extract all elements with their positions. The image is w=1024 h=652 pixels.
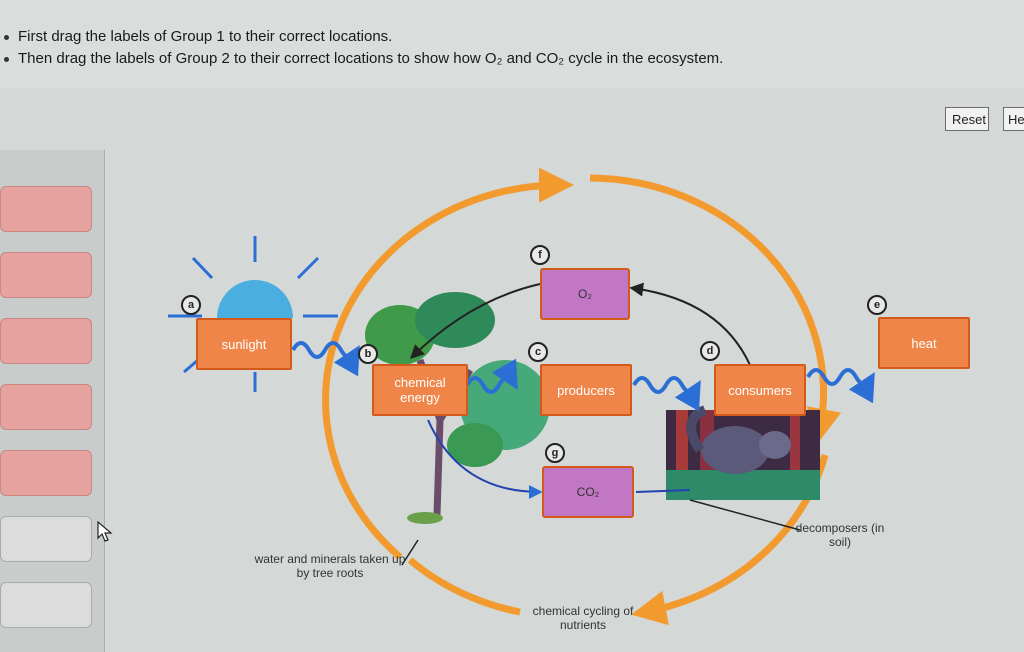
drop-target-e[interactable]: e — [867, 295, 887, 315]
label-bank — [0, 150, 105, 652]
water-minerals-caption: water and minerals taken up by tree root… — [254, 552, 406, 580]
o2-uptake-arrow — [629, 282, 751, 366]
label-slot-5[interactable] — [0, 450, 92, 496]
co2-placeholder[interactable]: CO₂ — [542, 466, 634, 518]
consumers-label[interactable]: consumers — [714, 364, 806, 416]
reset-button[interactable]: Reset — [945, 107, 989, 131]
label-slot-1[interactable] — [0, 186, 92, 232]
drop-target-d[interactable]: d — [700, 341, 720, 361]
heat-label[interactable]: heat — [878, 317, 970, 369]
decomposers-pointer — [689, 499, 801, 531]
o2-release-arrow — [410, 283, 541, 359]
sunlight-label[interactable]: sunlight — [196, 318, 292, 370]
bullet-icon — [4, 35, 9, 40]
drop-target-f[interactable]: f — [530, 245, 550, 265]
chemical-cycling-caption: chemical cycling of nutrients — [532, 604, 634, 632]
help-button[interactable]: He — [1003, 107, 1024, 131]
drop-target-g[interactable]: g — [545, 443, 565, 463]
drop-target-c[interactable]: c — [528, 342, 548, 362]
chemical-energy-label[interactable]: chemical energy — [372, 364, 468, 416]
label-slot-7[interactable] — [0, 582, 92, 628]
drop-target-a[interactable]: a — [181, 295, 201, 315]
energy-flow-arrows — [291, 341, 875, 412]
producers-label[interactable]: producers — [540, 364, 632, 416]
instruction-line-2: Then drag the labels of Group 2 to their… — [18, 50, 724, 67]
co2-uptake-arrow — [427, 419, 543, 499]
co2-release-line — [635, 489, 691, 493]
label-slot-3[interactable] — [0, 318, 92, 364]
toolbar — [0, 88, 1024, 151]
instructions-panel: First drag the labels of Group 1 to thei… — [0, 0, 1024, 89]
drop-target-b[interactable]: b — [358, 344, 378, 364]
squirrel-illustration — [666, 405, 820, 500]
bullet-icon — [4, 57, 9, 62]
decomposers-caption: decomposers (in soil) — [795, 521, 885, 549]
roots-pointer — [401, 539, 419, 566]
o2-placeholder[interactable]: O₂ — [540, 268, 630, 320]
cursor-icon — [97, 520, 113, 542]
instruction-line-1: First drag the labels of Group 1 to thei… — [18, 28, 393, 45]
label-slot-6[interactable] — [0, 516, 92, 562]
label-slot-2[interactable] — [0, 252, 92, 298]
sun-icon — [168, 236, 338, 392]
label-slot-4[interactable] — [0, 384, 92, 430]
